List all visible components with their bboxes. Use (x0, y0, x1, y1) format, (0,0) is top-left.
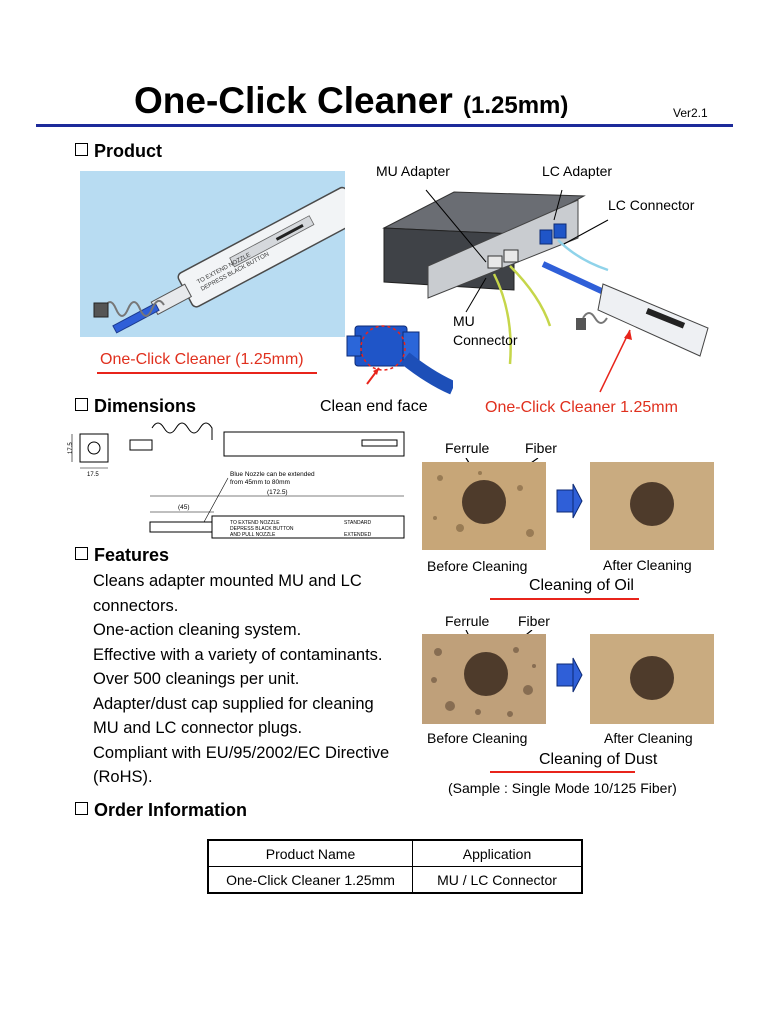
page-title: One-Click Cleaner (1.25mm) (134, 80, 568, 122)
dust-cleaning-photos (422, 630, 714, 724)
body-text3: AND PULL NOZZLE (230, 532, 276, 538)
feature-line: Cleans adapter mounted MU and LC (93, 572, 362, 590)
feature-line: Compliant with EU/95/2002/EC Directive (93, 743, 390, 762)
ferrule-label-dust: Ferrule (445, 613, 490, 629)
body-text2: DEPRESS BLACK BUTTON (230, 526, 294, 532)
mu-connector-line2: Connector (453, 332, 518, 348)
clean-end-face-label: Clean end face (320, 398, 428, 415)
table-cell: MU / LC Connector (412, 866, 583, 894)
title-text: One-Click Cleaner (134, 80, 453, 121)
title-rule (36, 124, 733, 127)
ferrule-label-oil: Ferrule (445, 440, 490, 456)
section-product: Product (75, 141, 162, 162)
table-cell: One-Click Cleaner 1.25mm (207, 866, 413, 894)
fiber-label-oil: Fiber (525, 440, 557, 456)
dust-caption: Cleaning of Dust (539, 751, 658, 768)
checkbox-bullet-icon (75, 547, 88, 560)
feature-line: Effective with a variety of contaminants… (93, 645, 383, 664)
mu-connector-line1: MU (453, 313, 475, 329)
feature-line: One-action cleaning system. (93, 621, 302, 639)
before-cleaning-oil: Before Cleaning (427, 558, 528, 574)
dim-17-5-h: 17.5 (87, 472, 99, 478)
feature-line: connectors. (93, 596, 179, 615)
section-features-label: Features (94, 545, 170, 565)
oil-caption: Cleaning of Oil (529, 577, 634, 594)
feature-line: Adapter/dust cap supplied for cleaning (93, 694, 374, 713)
table-row: One-Click Cleaner 1.25mm MU / LC Connect… (207, 866, 583, 894)
section-dimensions: Dimensions (75, 396, 196, 417)
dimension-drawing: 17.5 17.5 Blue Nozzle can be extended fr… (68, 422, 405, 539)
mu-connector-label: MU Connector (453, 312, 518, 350)
section-order: Order Information (75, 800, 247, 821)
section-product-label: Product (94, 141, 163, 161)
table-header-cell: Product Name (207, 839, 413, 867)
order-table: Product Name Application One-Click Clean… (207, 839, 583, 894)
cleaner-label-right: One-Click Cleaner 1.25mm (485, 399, 678, 416)
body-standard: STANDARD (344, 520, 372, 526)
feature-line: MU and LC connector plugs. (93, 719, 303, 737)
feature-line: Over 500 cleanings per unit. (93, 670, 300, 688)
mu-adapter-label: MU Adapter (376, 163, 450, 179)
product-caption-underline (97, 372, 317, 374)
version-label: Ver2.1 (673, 106, 708, 120)
lc-adapter-label: LC Adapter (542, 163, 613, 179)
product-photo: TO EXTEND NOZZLE DEPRESS BLACK BUTTON (80, 171, 345, 337)
dust-caption-underline (490, 771, 635, 773)
table-header-row: Product Name Application (207, 839, 583, 867)
nozzle-note-line1: Blue Nozzle can be extended (230, 471, 315, 478)
body-extended: EXTENDED (344, 532, 372, 538)
system-illustration (382, 189, 709, 393)
nozzle-note-line2: from 45mm to 80mm (230, 479, 290, 486)
feature-line: (RoHS). (93, 768, 153, 786)
lc-connector-label: LC Connector (608, 197, 695, 213)
dim-45: (45) (178, 504, 190, 511)
after-cleaning-dust: After Cleaning (604, 730, 693, 746)
oil-cleaning-photos (422, 458, 714, 550)
fiber-label-dust: Fiber (518, 613, 550, 629)
before-cleaning-dust: Before Cleaning (427, 730, 528, 746)
after-cleaning-oil: After Cleaning (603, 557, 692, 573)
dim-17-5-v: 17.5 (68, 442, 74, 454)
features-list: Cleans adapter mounted MU and LC connect… (93, 569, 389, 790)
table-header-cell: Application (412, 839, 583, 867)
checkbox-bullet-icon (75, 398, 88, 411)
body-text1: TO EXTEND NOZZLE (230, 520, 280, 526)
dim-172-5: (172.5) (267, 489, 288, 496)
oil-caption-underline (490, 598, 639, 600)
title-size: (1.25mm) (463, 92, 569, 119)
checkbox-bullet-icon (75, 802, 88, 815)
lc-adapter-closeup (346, 325, 453, 395)
section-order-label: Order Information (94, 800, 248, 820)
sample-note: (Sample : Single Mode 10/125 Fiber) (448, 780, 677, 796)
section-dimensions-label: Dimensions (94, 396, 197, 416)
section-features: Features (75, 545, 169, 566)
checkbox-bullet-icon (75, 143, 88, 156)
product-caption: One-Click Cleaner (1.25mm) (100, 351, 304, 368)
